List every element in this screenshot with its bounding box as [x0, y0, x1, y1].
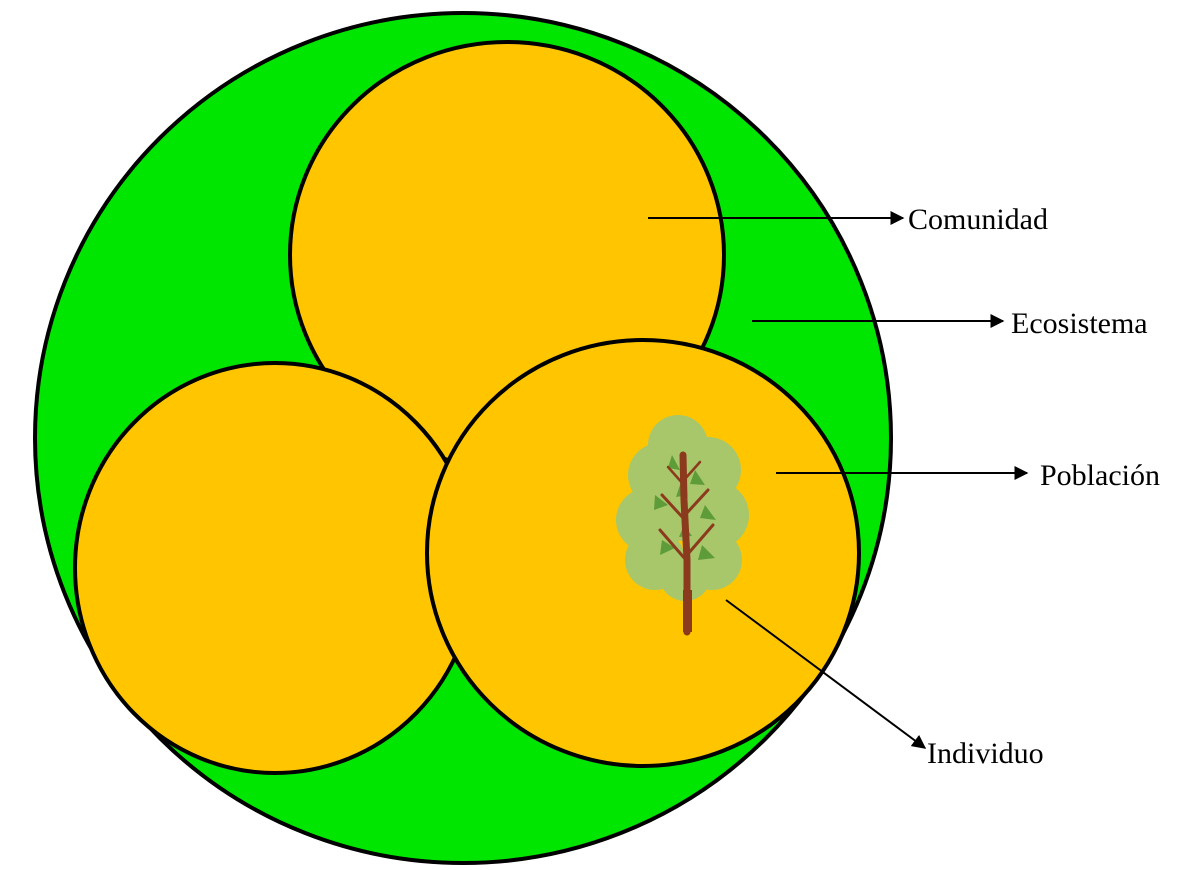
community-circle-left — [73, 361, 477, 775]
label-comunidad: Comunidad — [908, 203, 1048, 236]
label-poblacion: Población — [1040, 459, 1160, 492]
tree-icon — [616, 415, 749, 636]
label-ecosistema: Ecosistema — [1011, 307, 1148, 340]
tree-trunk — [658, 451, 715, 636]
label-individuo: Individuo — [927, 737, 1044, 770]
tree-foliage — [616, 415, 749, 601]
arrow-individuo — [725, 599, 927, 749]
